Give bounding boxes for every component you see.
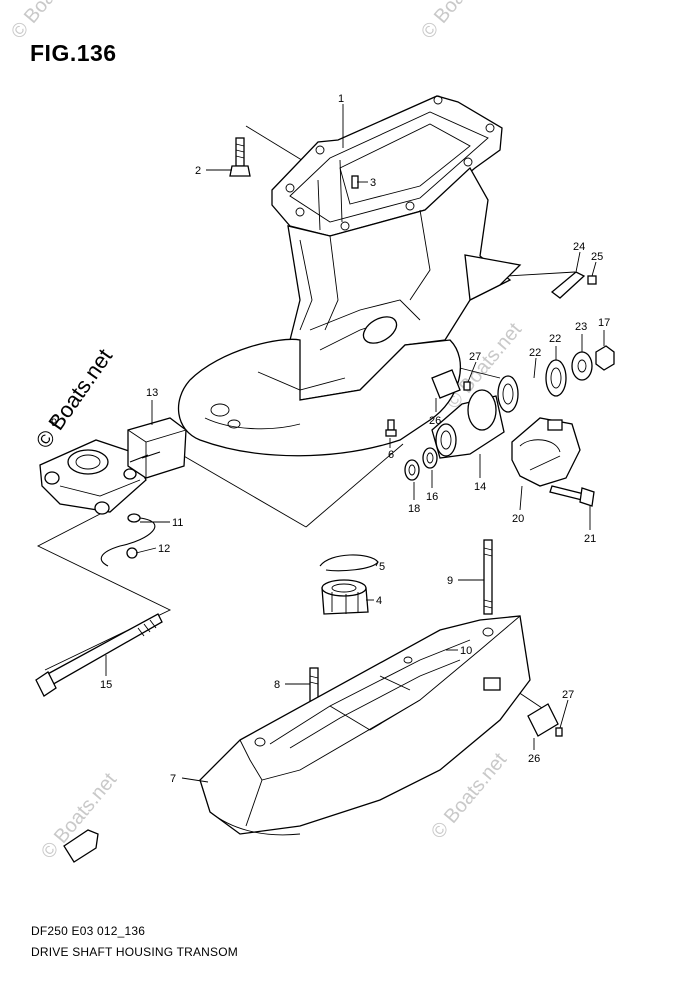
- callout-15: 15: [100, 679, 112, 691]
- circlip: [319, 554, 379, 572]
- rubber-mount: [127, 417, 187, 479]
- small-bolt: [385, 419, 397, 437]
- callouts: 1 2 3 4 5 6 7 8 9 9 10 11 12 13 14 15 16…: [51, 93, 610, 785]
- callout-21: 21: [584, 533, 596, 545]
- washer-18: [404, 459, 420, 481]
- spacer-plate-lower: [527, 703, 563, 737]
- callout-7: 7: [170, 773, 176, 785]
- figure-name: DRIVE SHAFT HOUSING TRANSOM: [31, 945, 238, 959]
- callout-27b: 27: [562, 689, 574, 701]
- callout-13: 13: [146, 387, 158, 399]
- callout-5: 5: [379, 561, 385, 573]
- spacer-plate: [431, 369, 471, 399]
- watermark: © Boats.net: [417, 0, 501, 43]
- callout-2: 2: [195, 165, 201, 177]
- bolt: [229, 137, 251, 177]
- clamp-bracket: [39, 439, 147, 515]
- callout-25: 25: [591, 251, 603, 263]
- callout-24: 24: [573, 241, 585, 253]
- callout-14: 14: [474, 481, 486, 493]
- long-bolt: [35, 613, 163, 697]
- callout-10: 10: [460, 645, 472, 657]
- figure-title: FIG.136: [30, 40, 117, 66]
- washer-22b: [545, 359, 567, 397]
- callout-20: 20: [512, 513, 524, 525]
- washer-22a: [497, 375, 519, 413]
- callout-23: 23: [575, 321, 587, 333]
- watermark-dark: © Boats.net: [31, 344, 118, 453]
- callout-9a: 9: [51, 417, 57, 429]
- callout-22b: 22: [549, 333, 561, 345]
- callout-18: 18: [408, 503, 420, 515]
- fwd-badge: FWD: [63, 829, 99, 863]
- callout-11: 11: [172, 517, 183, 529]
- figure-model-code: DF250 E03 012_136: [31, 924, 146, 938]
- washer-23: [571, 351, 593, 381]
- callout-22a: 22: [529, 347, 541, 359]
- washer-16: [422, 447, 438, 469]
- callout-26b: 26: [528, 753, 540, 765]
- callout-16: 16: [426, 491, 438, 503]
- watermark: © Boats.net: [7, 0, 91, 43]
- callout-3: 3: [370, 177, 376, 189]
- callout-27a: 27: [469, 351, 481, 363]
- nut: [595, 345, 615, 371]
- clamp-bolt: [549, 485, 595, 507]
- callout-8: 8: [274, 679, 280, 691]
- clamp-housing: [511, 417, 581, 487]
- sleeve: [431, 389, 505, 459]
- callout-4: 4: [376, 595, 382, 607]
- forward-arrow-icon: [63, 829, 99, 863]
- callout-12: 12: [158, 543, 170, 555]
- callout-1: 1: [338, 93, 344, 105]
- callout-6: 6: [388, 449, 394, 461]
- callout-26a: 26: [429, 415, 441, 427]
- stud-bolt-9: [483, 539, 493, 615]
- lower-cover: [199, 615, 531, 836]
- callout-9b: 9: [447, 575, 453, 587]
- guide-collar: [321, 579, 369, 615]
- callout-17: 17: [598, 317, 610, 329]
- leader-lines: [105, 104, 605, 783]
- anode-plate: [550, 271, 597, 299]
